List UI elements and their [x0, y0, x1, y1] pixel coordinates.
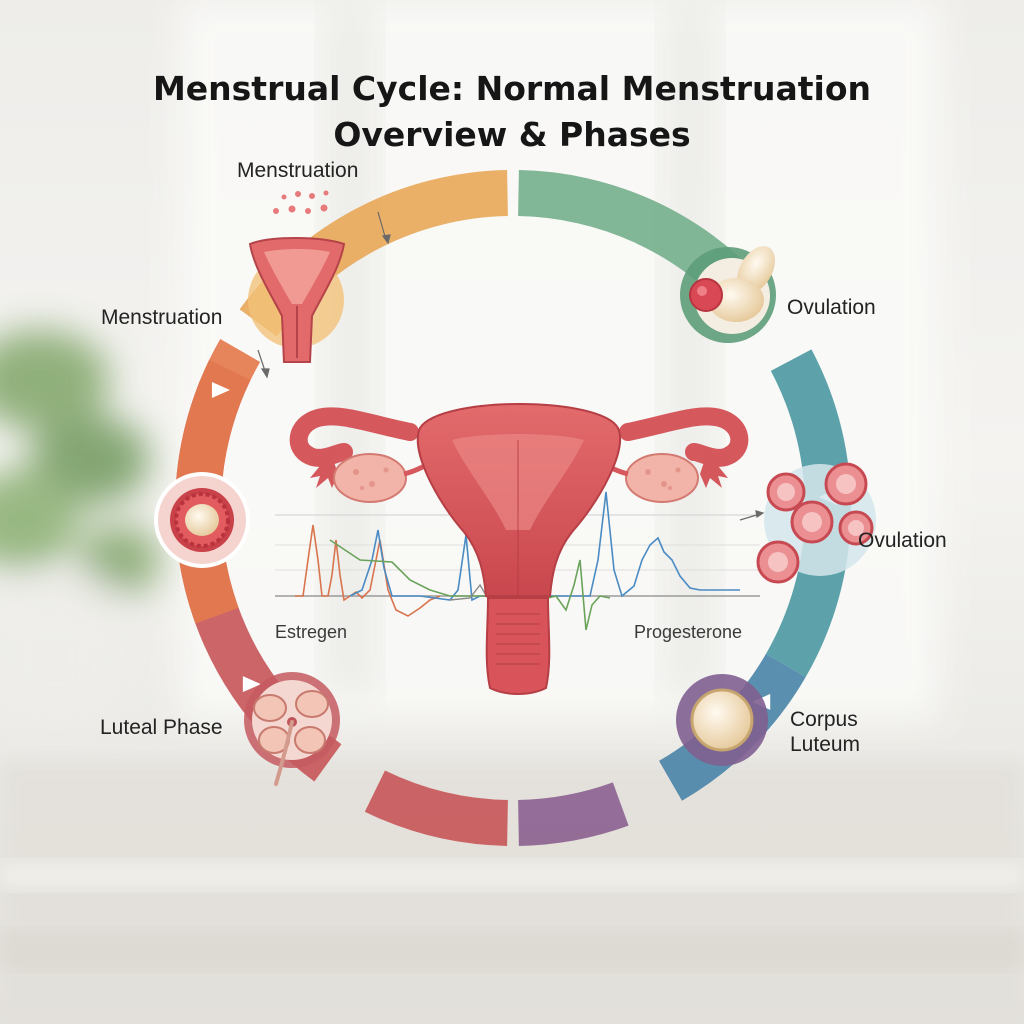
luteal-phase-icon	[244, 672, 340, 786]
corpus-luteum-cluster-icon	[756, 462, 876, 584]
right-fallopian-tube	[619, 407, 749, 467]
progesterone-line	[349, 491, 740, 602]
direction-arrow-icon	[242, 676, 261, 693]
estrogen-line	[295, 524, 441, 617]
label-corpus-luteum-line-1: Corpus	[790, 708, 858, 731]
menstruating-uterus-icon	[248, 237, 346, 363]
blood-droplets-icon	[273, 190, 329, 214]
label-ovulation-right: Ovulation	[858, 529, 947, 552]
pointer-arrows	[257, 211, 765, 521]
uterus-illustration	[289, 403, 749, 695]
ring-segment-corpus-luteum	[518, 782, 629, 846]
label-estrogen: Estregen	[275, 622, 348, 642]
left-fallopian-tube	[289, 407, 419, 467]
ovulation-egg-icon	[680, 246, 776, 343]
label-corpus-luteum-line-2: Luteum	[790, 733, 861, 756]
vaginal-canal	[485, 597, 551, 695]
direction-arrow-icon	[211, 381, 230, 398]
title-line-1: Menstrual Cycle: Normal Menstruation	[152, 69, 872, 108]
label-progesterone: Progesterone	[634, 622, 743, 642]
label-corpus-luteum: Corpus Luteum	[790, 707, 860, 757]
plant-decoration	[0, 330, 160, 720]
left-ovary	[333, 453, 407, 503]
label-menstruation-top: Menstruation	[237, 159, 359, 182]
label-luteal-phase: Luteal Phase	[100, 716, 223, 739]
label-menstruation-left: Menstruation	[101, 306, 223, 329]
right-ovary	[625, 453, 699, 503]
page-title: Menstrual Cycle: Normal Menstruation Ove…	[112, 66, 912, 158]
label-ovulation-top: Ovulation	[787, 296, 876, 319]
follicle-icon	[154, 472, 250, 568]
corpus-luteum-icon	[676, 674, 768, 766]
ring-segment-luteal	[364, 770, 508, 846]
title-line-2: Overview & Phases	[333, 115, 691, 154]
